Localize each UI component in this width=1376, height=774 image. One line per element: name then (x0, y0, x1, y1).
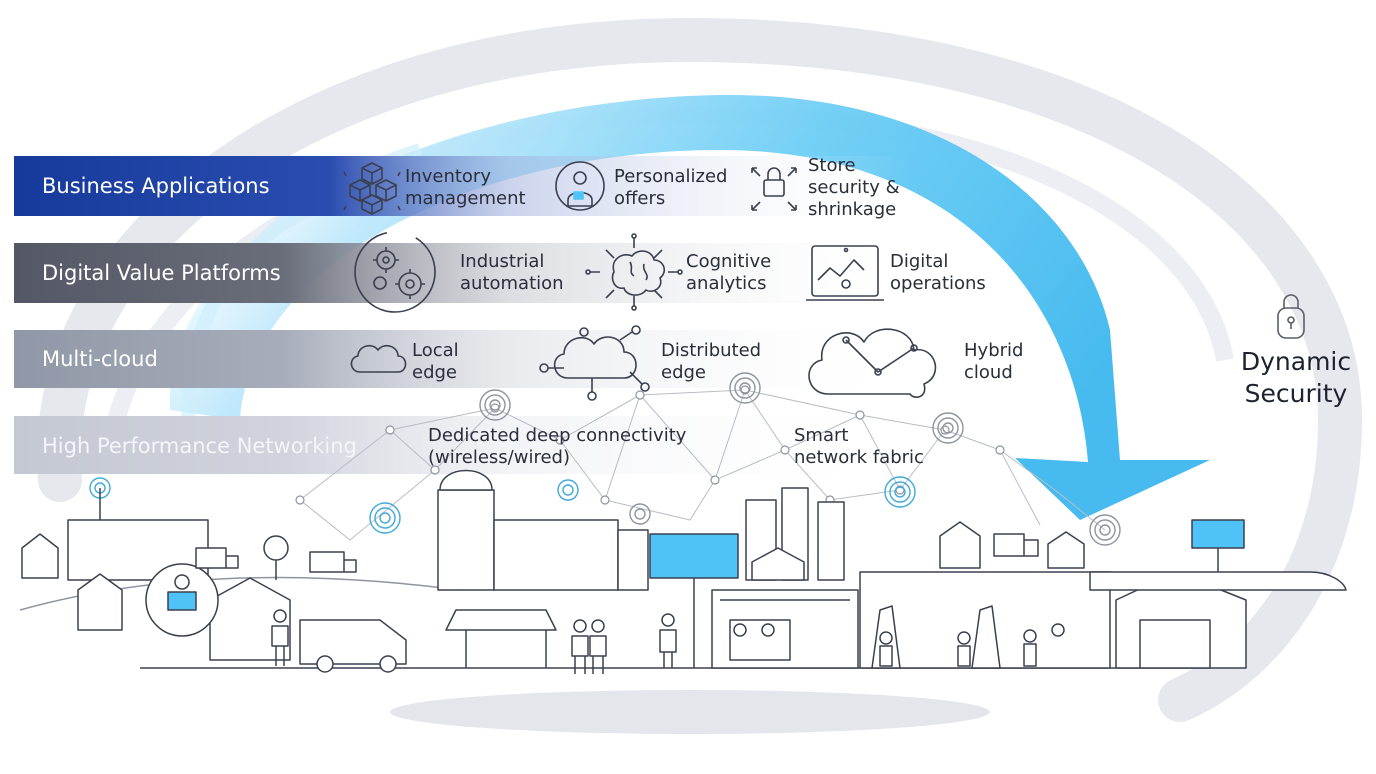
city-illustration (19, 469, 1347, 674)
item-store-security: Store security & shrinkage (808, 155, 900, 220)
layer-label-multicloud: Multi-cloud (42, 347, 158, 371)
item-distributed-edge: Distributed edge (661, 340, 762, 383)
padlock-arrows-icon (751, 167, 797, 211)
cloud-network-icon (539, 325, 650, 401)
layer-label-business: Business Applications (42, 174, 270, 198)
dynamic-security-label: Dynamic Security (1240, 347, 1352, 408)
layer-label-networking: High Performance Networking (42, 434, 357, 458)
brain-network-icon (585, 233, 683, 311)
item-inventory-management: Inventory management (405, 166, 526, 209)
item-industrial-automation: Industrial automation (460, 251, 564, 294)
item-smart-network-fabric: Smart network fabric (794, 425, 924, 468)
person-tag-icon (555, 161, 605, 211)
band-platforms (14, 243, 914, 303)
cubes-icon (343, 162, 401, 215)
cloud-icon (350, 344, 407, 373)
monitor-chart-icon (806, 245, 884, 301)
layer-label-platforms: Digital Value Platforms (42, 261, 281, 285)
item-dedicated-connectivity: Dedicated deep connectivity (wireless/wi… (428, 425, 687, 468)
item-personalized-offers: Personalized offers (614, 166, 728, 209)
hybrid-cloud-icon (808, 328, 937, 398)
wireless-signal-icons (89, 372, 1121, 546)
band-multicloud (14, 330, 914, 388)
item-digital-operations: Digital operations (890, 251, 986, 294)
band-networking (14, 416, 914, 474)
item-cognitive-analytics: Cognitive analytics (686, 251, 772, 294)
item-local-edge: Local edge (412, 340, 459, 383)
gears-icon (354, 231, 436, 313)
padlock-icon (1277, 294, 1305, 339)
item-hybrid-cloud: Hybrid cloud (964, 340, 1024, 383)
